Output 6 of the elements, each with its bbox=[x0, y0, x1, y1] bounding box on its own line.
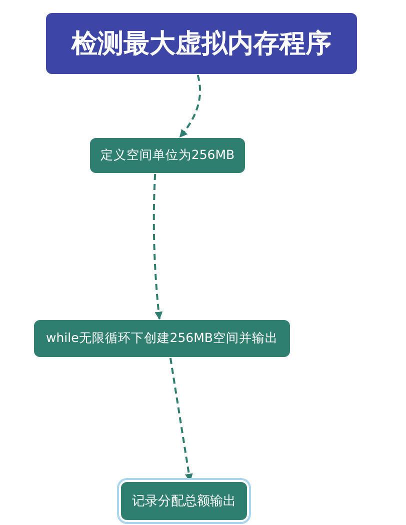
arrow bbox=[179, 74, 202, 138]
process-box: 定义空间单位为256MB bbox=[90, 138, 245, 173]
process-box: while无限循环下创建256MB空间并输出 bbox=[34, 320, 290, 357]
process-box: 记录分配总额输出 bbox=[121, 482, 247, 520]
arrow bbox=[152, 174, 163, 320]
title-box: 检测最大虚拟内存程序 bbox=[46, 13, 357, 74]
